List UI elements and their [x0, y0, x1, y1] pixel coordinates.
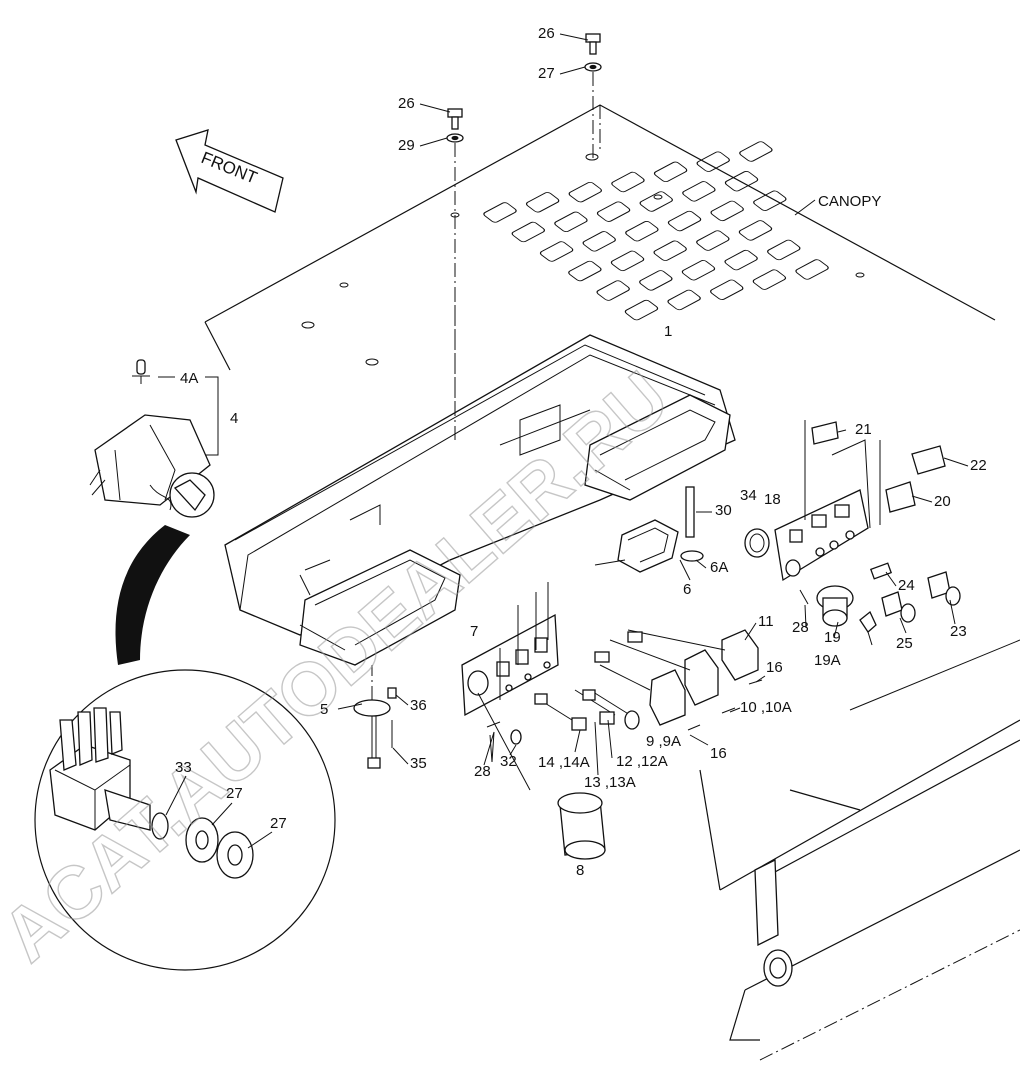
callout-14-14A: 14 ,14A	[538, 754, 590, 771]
vent-slot	[625, 221, 659, 242]
canopy-roof	[204, 104, 996, 371]
callout-36: 36	[410, 697, 427, 714]
vent-slot	[610, 250, 645, 272]
callout-16-bottom: 16	[710, 745, 727, 762]
callout-8: 8	[576, 862, 584, 879]
callout-4A: 4A	[180, 370, 198, 387]
callout-27-detail-b: 27	[270, 815, 287, 832]
vent-slot	[539, 241, 574, 262]
callout-6A: 6A	[710, 559, 728, 576]
vent-slot	[525, 192, 560, 213]
bolt-26-top	[584, 33, 602, 160]
callout-32: 32	[500, 753, 517, 770]
roof-vent-grid	[483, 141, 829, 321]
switches-23-25	[869, 562, 961, 623]
vent-slot	[653, 161, 688, 183]
callout-12-12A: 12 ,12A	[616, 753, 668, 770]
harness-12-14	[534, 689, 640, 731]
callout-25: 25	[896, 635, 913, 652]
callout-30: 30	[715, 502, 732, 519]
vent-slot	[682, 181, 716, 202]
vent-slot	[596, 201, 631, 222]
bulb-4A	[132, 359, 150, 384]
callout-21: 21	[855, 421, 872, 438]
gauge-8	[477, 692, 606, 860]
callout-26-top: 26	[538, 25, 555, 42]
vent-slot	[554, 211, 588, 233]
vent-slot	[582, 231, 616, 252]
detail-view	[34, 525, 336, 971]
vent-slot	[653, 240, 687, 261]
vent-slot	[739, 141, 773, 162]
callout-27-detail-a: 27	[226, 785, 243, 802]
callout-35: 35	[410, 755, 427, 772]
vent-slot	[753, 190, 787, 211]
vent-slot	[696, 151, 730, 172]
callout-5: 5	[320, 701, 328, 718]
callout-1: 1	[664, 323, 672, 340]
callout-4: 4	[230, 410, 238, 427]
callout-16-top: 16	[766, 659, 783, 676]
vent-slot	[611, 171, 645, 193]
vent-slot	[795, 259, 829, 280]
vent-slot	[667, 210, 702, 232]
callout-26-left: 26	[398, 95, 415, 112]
leader-lines	[165, 33, 969, 849]
callout-34: 34	[740, 487, 757, 504]
callout-28-right: 28	[792, 619, 809, 636]
canopy-label: CANOPY	[818, 193, 881, 210]
vent-slot	[724, 171, 759, 192]
callout-6: 6	[683, 581, 691, 598]
console-housing	[224, 300, 736, 666]
callout-9-9A: 9 ,9A	[646, 733, 681, 750]
callout-28-left: 28	[474, 763, 491, 780]
vent-slot	[710, 279, 744, 300]
callout-24: 24	[898, 577, 915, 594]
vent-slot	[568, 260, 602, 282]
callout-7: 7	[470, 623, 478, 640]
vent-slot	[511, 221, 546, 243]
ignition-19	[816, 585, 877, 646]
callout-18: 18	[764, 491, 781, 508]
vent-slot	[483, 202, 517, 223]
callout-22: 22	[970, 457, 987, 474]
callout-20: 20	[934, 493, 951, 510]
panel-18	[744, 489, 869, 582]
callout-13-13A: 13 ,13A	[584, 774, 636, 791]
dome-light-5	[353, 665, 397, 769]
vent-slot	[767, 239, 801, 261]
callout-33: 33	[175, 759, 192, 776]
callout-19: 19	[824, 629, 841, 646]
vent-slot	[696, 230, 730, 251]
panel-7	[461, 582, 559, 717]
callout-labels: 26 27 26 29 4A 4 1 21 22 20 34 18 30 6A …	[175, 25, 987, 879]
work-light-4	[89, 414, 215, 518]
leader-4	[158, 376, 219, 456]
map-light-6	[594, 486, 704, 573]
cab-frame	[699, 639, 1020, 1061]
relays-9-11	[594, 629, 759, 726]
callout-29: 29	[398, 137, 415, 154]
vent-slot	[624, 299, 659, 321]
vent-slot	[710, 200, 744, 222]
callout-11: 11	[758, 613, 774, 630]
vent-slot	[568, 181, 603, 203]
callout-19A: 19A	[814, 652, 841, 669]
vent-slot	[639, 270, 673, 291]
vent-slot	[681, 260, 716, 281]
vent-slot	[752, 269, 787, 290]
vent-slot	[738, 220, 773, 241]
vent-slot	[724, 249, 758, 271]
vent-slot	[667, 289, 701, 311]
front-arrow: FRONT	[175, 129, 284, 213]
callout-23: 23	[950, 623, 967, 640]
callout-27-top: 27	[538, 65, 555, 82]
vent-slot	[596, 280, 630, 301]
screws-28-16	[486, 589, 809, 745]
callout-10-10A: 10 ,10A	[740, 699, 792, 716]
rocker-switches	[804, 420, 946, 529]
vent-slot	[639, 191, 673, 212]
